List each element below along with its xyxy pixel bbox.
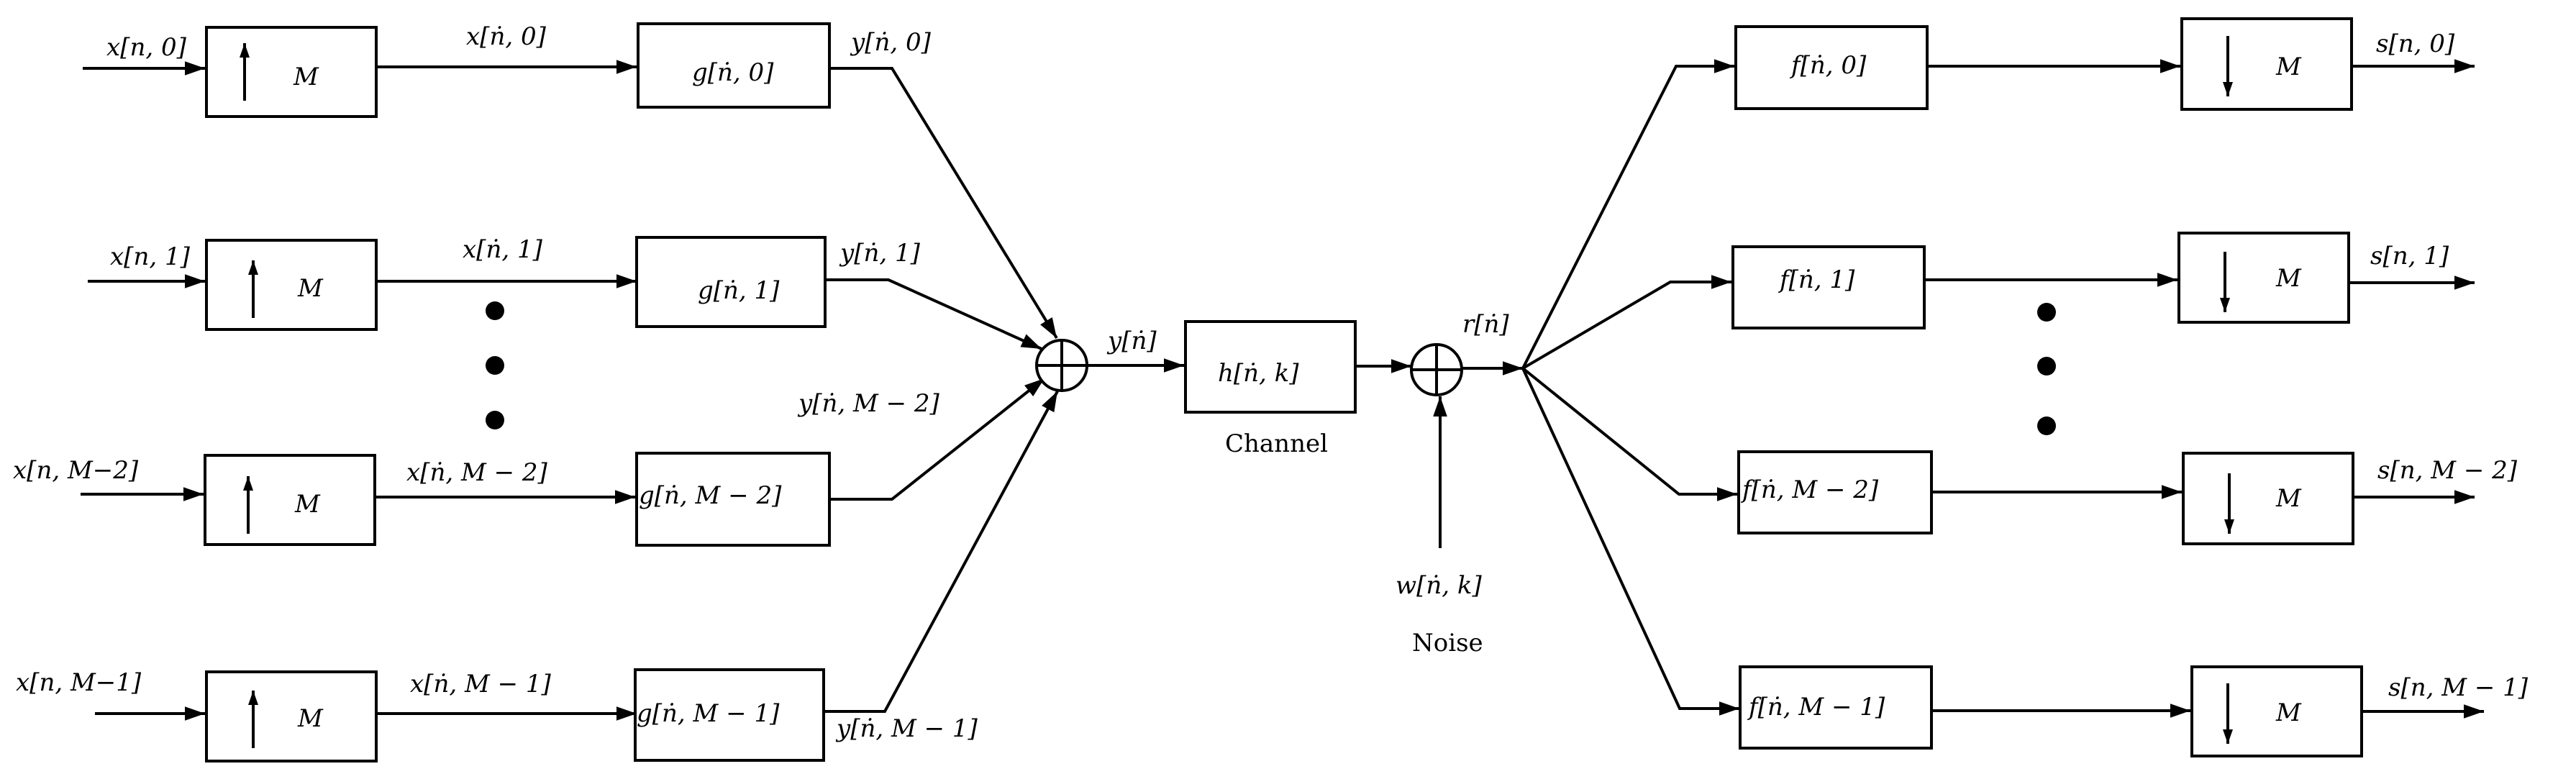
split-wire-m2 xyxy=(1521,367,1737,501)
f-filter-block-m2 xyxy=(1737,450,1933,534)
up-branch-m2: x[n, M−2] M x[ṅ, M − 2] g[ṅ, M − 2] y[ṅ,… xyxy=(13,377,1046,547)
ellipsis-dot xyxy=(486,356,504,375)
upsampler-label-m1: M xyxy=(297,704,324,733)
upsampler-block-1 xyxy=(205,239,378,331)
upsampler-block-0 xyxy=(205,26,378,118)
g-filter-label-0: g[ṅ, 0] xyxy=(692,58,774,87)
downsampler-block-1 xyxy=(2177,232,2350,324)
mid-label-m1: x[ṅ, M − 1] xyxy=(410,670,552,698)
downsampler-label-m2: M xyxy=(2275,484,2302,513)
y-wire-0 xyxy=(829,67,1058,340)
output-label-1: s[n, 1] xyxy=(2370,242,2449,270)
down-branch-m1: f[ṅ, M − 1] M s[n, M − 1] xyxy=(1739,665,2529,757)
y-label-m2: y[ṅ, M − 2] xyxy=(797,389,940,418)
split-wire-0 xyxy=(1521,59,1734,369)
ellipsis-dot xyxy=(2037,416,2056,435)
down-branch-0: f[ṅ, 0] M s[n, 0] xyxy=(1734,17,2475,111)
upsampler-label-0: M xyxy=(293,63,319,91)
noise-signal-label: w[ṅ, k] xyxy=(1396,571,1482,600)
input-label-1: x[n, 1] xyxy=(110,242,191,271)
output-label-0: s[n, 0] xyxy=(2376,29,2455,58)
input-label-m2: x[n, M−2] xyxy=(13,456,139,485)
y-wire-m2 xyxy=(829,377,1046,501)
upsampler-block-m2 xyxy=(204,454,376,546)
received-label: r[ṅ] xyxy=(1462,310,1509,339)
ellipsis-dot xyxy=(486,301,504,320)
g-filter-block-m1 xyxy=(634,668,825,762)
up-branch-1: x[n, 1] M x[ṅ, 1] g[ṅ, 1] y[ṅ, 1] xyxy=(88,235,1042,350)
noise-junction xyxy=(1410,343,1463,396)
output-label-m2: s[n, M − 2] xyxy=(2377,456,2518,485)
noise-caption: Noise xyxy=(1412,629,1483,657)
upsampler-label-m2: M xyxy=(294,490,321,519)
upsampler-block-m1 xyxy=(205,670,378,762)
down-branch-m2: f[ṅ, M − 2] M s[n, M − 2] xyxy=(1737,450,2518,545)
up-branch-m1: x[n, M−1] M x[ṅ, M − 1] g[ṅ, M − 1] y[ṅ,… xyxy=(16,391,1059,762)
f-filter-block-1 xyxy=(1731,245,1926,329)
down-branch-1: f[ṅ, 1] M s[n, 1] xyxy=(1731,232,2475,329)
f-filter-block-m1 xyxy=(1739,665,1933,750)
ellipsis-dot xyxy=(2037,357,2056,375)
y-label-0: y[ṅ, 0] xyxy=(850,28,932,57)
input-label-0: x[n, 0] xyxy=(106,33,187,62)
mid-label-m2: x[ṅ, M − 2] xyxy=(406,458,548,487)
downsampler-label-m1: M xyxy=(2275,698,2302,727)
downsampler-block-m2 xyxy=(2182,452,2354,545)
g-filter-label-m1: g[ṅ, M − 1] xyxy=(637,699,780,728)
g-filter-label-m2: g[ṅ, M − 2] xyxy=(639,481,782,510)
downsampler-label-0: M xyxy=(2275,53,2302,81)
channel-caption: Channel xyxy=(1225,429,1328,458)
summing-junction xyxy=(1035,339,1088,392)
ellipsis-dot xyxy=(486,411,504,429)
downsampler-block-m1 xyxy=(2190,665,2363,757)
y-label-m1: y[ṅ, M − 1] xyxy=(835,714,978,743)
downsampler-block-0 xyxy=(2180,17,2353,111)
g-filter-block-0 xyxy=(637,22,831,109)
output-label-m1: s[n, M − 1] xyxy=(2388,673,2529,702)
mid-label-0: x[ṅ, 0] xyxy=(466,22,547,51)
mid-label-1: x[ṅ, 1] xyxy=(463,235,543,264)
channel-block-label: h[ṅ, k] xyxy=(1218,359,1299,388)
f-filter-label-m1: f[ṅ, M − 1] xyxy=(1747,693,1885,721)
f-filter-label-0: f[ṅ, 0] xyxy=(1789,51,1867,80)
g-filter-label-1: g[ṅ, 1] xyxy=(698,276,780,305)
y-wire-m1 xyxy=(824,391,1059,713)
upsampler-label-1: M xyxy=(297,274,324,303)
ellipsis-dot xyxy=(2037,303,2056,322)
up-branch-0: x[n, 0] M x[ṅ, 0] g[ṅ, 0] y[ṅ, 0] xyxy=(83,22,1058,340)
split-wire-m1 xyxy=(1521,368,1739,716)
f-filter-label-m2: f[ṅ, M − 2] xyxy=(1740,475,1879,504)
g-filter-block-1 xyxy=(635,236,827,328)
y-wire-1 xyxy=(825,278,1042,350)
input-label-m1: x[n, M−1] xyxy=(16,668,142,697)
y-label-1: y[ṅ, 1] xyxy=(839,239,921,268)
sum-output-label: y[ṅ] xyxy=(1106,327,1157,355)
split-wire-1 xyxy=(1521,275,1731,370)
f-filter-label-1: f[ṅ, 1] xyxy=(1778,265,1855,294)
g-filter-block-m2 xyxy=(635,452,831,547)
downsampler-label-1: M xyxy=(2275,264,2302,293)
